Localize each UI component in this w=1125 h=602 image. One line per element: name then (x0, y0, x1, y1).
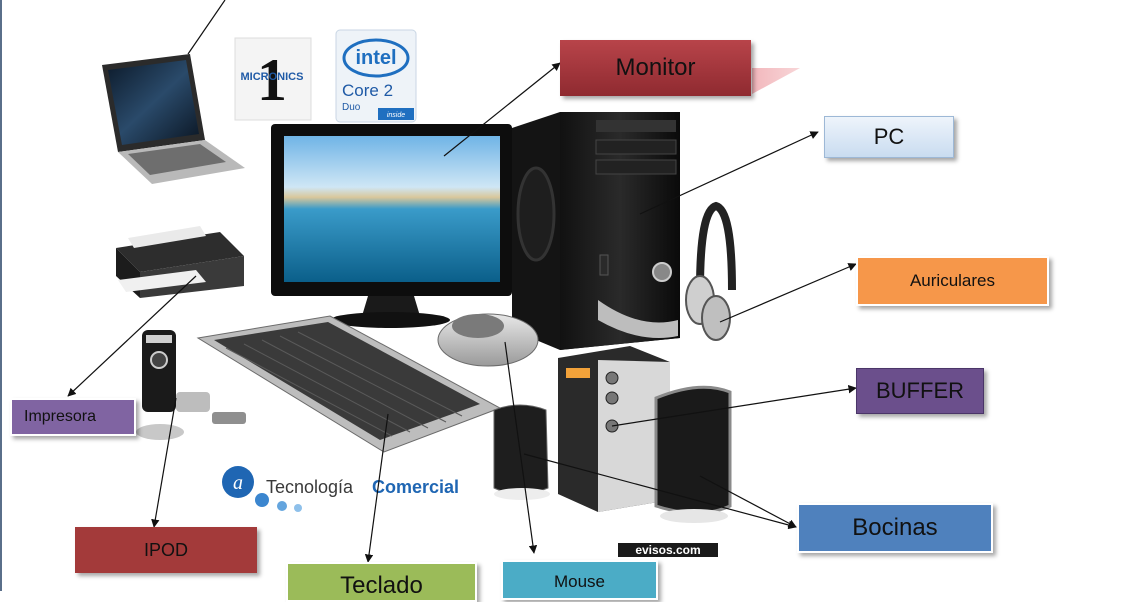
watermark-logo: evisos.com (618, 543, 718, 557)
micronics-logo: 1 MICRONICS (234, 37, 312, 121)
arrow-pc (639, 131, 819, 215)
arrow-impresora (67, 275, 197, 397)
laptop-image (102, 54, 245, 184)
arrow-teclado (364, 413, 389, 563)
label-impresora: Impresora (10, 398, 136, 436)
arrow-monitor (443, 62, 561, 157)
printer-image (116, 226, 244, 298)
label-pc: PC (824, 116, 954, 158)
connector-arrows (67, 0, 857, 563)
intel-product: Core 2 (342, 81, 393, 100)
webcam-image (136, 330, 246, 440)
arrow-top-laptop (187, 0, 226, 55)
watermark-text: evisos.com (635, 543, 700, 557)
label-bocinas: Bocinas (797, 503, 993, 553)
label-teclado: Teclado (286, 562, 477, 602)
micronics-number: 1 (257, 47, 287, 113)
keyboard-image (196, 315, 502, 453)
arrow-mouse (504, 341, 538, 554)
speakers-image (493, 346, 732, 523)
comercial-text: Comercial (372, 477, 459, 497)
label-monitor: Monitor (560, 40, 751, 96)
mouse-image (437, 313, 539, 367)
arrow-buffer (611, 385, 857, 427)
label-ipod: IPOD (75, 527, 257, 573)
decorative-triangle (752, 68, 800, 94)
left-border (0, 0, 2, 591)
arrow-auriculares (719, 263, 857, 323)
intel-sub: Duo (342, 102, 361, 113)
tecnologia-comercial-logo: a Tecnología Comercial (222, 466, 459, 512)
intel-core2-logo: intel Core 2 Duo inside (335, 29, 417, 123)
intel-brand: intel (355, 47, 396, 69)
monitor-image (271, 124, 512, 328)
headphones-image (685, 201, 736, 341)
micronics-name: MICRONICS (241, 71, 304, 83)
svg-text:a: a (233, 472, 243, 494)
arrow-ipod (151, 397, 177, 528)
label-auriculares: Auriculares (856, 256, 1049, 306)
label-buffer: BUFFER (856, 368, 984, 414)
tecnologia-text: Tecnología (266, 477, 354, 497)
arrow-bocinas-1 (523, 453, 797, 530)
label-mouse: Mouse (501, 560, 658, 600)
pc-tower-image (512, 112, 680, 350)
intel-inside: inside (387, 112, 405, 119)
arrow-bocinas-2 (699, 475, 797, 528)
